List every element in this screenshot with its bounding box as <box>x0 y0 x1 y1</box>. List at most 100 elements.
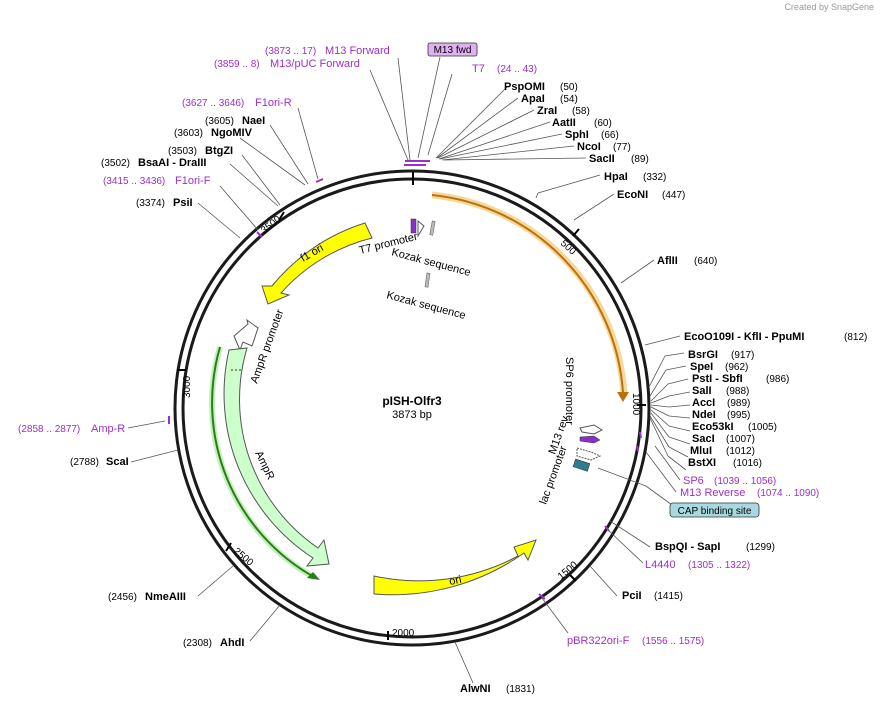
ampr-arc-arrowhead <box>307 572 320 580</box>
primer-pos-m13rev: (1074 .. 1090) <box>757 488 819 499</box>
m13-fwd-label: M13 fwd <box>434 45 472 56</box>
primer-name-ampr: Amp-R <box>91 423 125 435</box>
enzyme-name: AhdI <box>220 637 244 649</box>
primer-name-m13fwd: M13 Forward <box>325 45 390 57</box>
primer-bar-sp6 <box>639 431 642 439</box>
enzyme-pos: (3502) <box>101 158 130 169</box>
enzyme-name: BstXI <box>688 457 716 469</box>
primer-name-m13puc: M13/pUC Forward <box>270 58 360 70</box>
primer-bar-f1ori-r <box>315 178 324 183</box>
enzyme-pos: (2308) <box>183 638 212 649</box>
enzyme-name: SacII <box>589 153 615 165</box>
enzyme-pos: (1012) <box>726 446 755 457</box>
enzyme-pos: (58) <box>572 106 590 117</box>
enzyme-pos: (332) <box>643 172 666 183</box>
enzyme-pos: (3503) <box>168 146 197 157</box>
primer-pos-sp6: (1039 .. 1056) <box>714 476 776 487</box>
sp6-orf-arc-glow <box>431 191 628 396</box>
enzyme-name: NcoI <box>577 141 601 153</box>
kozak-label-2: Kozak sequence <box>385 289 467 322</box>
enzyme-name: AflII <box>657 255 678 267</box>
primer-pos-ampr: (2858 .. 2877) <box>18 424 80 435</box>
m13-rev-glyph <box>579 435 601 444</box>
primer-name-m13rev: M13 Reverse <box>680 487 745 499</box>
enzyme-pos: (1016) <box>733 458 762 469</box>
t7-primer-glyph <box>410 218 417 234</box>
ampr-gene-arrow <box>223 347 330 567</box>
primer-pos-pbr322: (1556 .. 1575) <box>642 636 704 647</box>
cap-binding-site-label: CAP binding site <box>678 506 752 517</box>
enzyme-name: EcoO109I - KflI - PpuMI <box>684 331 804 343</box>
f1-ori-arrow <box>261 222 373 305</box>
primer-name-f1ori-f: F1ori-F <box>175 175 211 187</box>
primer-pos-t7: (24 .. 43) <box>497 64 537 75</box>
enzyme-name: NmeAIII <box>145 591 186 603</box>
sp6-orf-arc <box>431 194 624 394</box>
enzyme-pos: (89) <box>631 154 649 165</box>
enzyme-pos: (77) <box>613 142 631 153</box>
sp6-promoter-glyph <box>579 424 604 435</box>
enzyme-pos: (60) <box>594 118 612 129</box>
primer-name-sp6: SP6 <box>683 475 704 487</box>
tick-label-3000: 3000 <box>182 375 193 398</box>
sp6-promoter-label: SP6 promoter <box>563 357 575 425</box>
tick-label-2000: 2000 <box>392 628 415 639</box>
tick-2500 <box>225 542 232 552</box>
enzyme-name: NaeI <box>242 115 265 127</box>
primer-pos-f1ori-f: (3415 .. 3436) <box>103 176 165 187</box>
primer-name-l4440: L4440 <box>645 559 676 571</box>
tick-500 <box>572 228 580 237</box>
enzyme-pos: (917) <box>731 350 754 361</box>
enzyme-name: AccI <box>692 397 715 409</box>
enzyme-pos: (1007) <box>726 434 755 445</box>
ori-label: ori <box>448 574 462 588</box>
primer-name-pbr322: pBR322ori-F <box>567 635 630 647</box>
enzyme-name: ApaI <box>521 93 545 105</box>
enzyme-name: ScaI <box>106 456 129 468</box>
backbone-outer-ring <box>173 169 651 647</box>
enzyme-pos: (2788) <box>70 457 99 468</box>
primer-bar-f1ori-f <box>256 231 263 238</box>
enzyme-name: PstI - SbfI <box>692 373 743 385</box>
primer-pos-m13puc: (3859 .. 8) <box>214 59 260 70</box>
enzyme-name: SpeI <box>690 361 713 373</box>
leader-lines <box>127 56 691 684</box>
enzyme-name: SacI <box>692 433 715 445</box>
enzyme-pos: (3374) <box>136 198 165 209</box>
ampr-promoter-arrow <box>233 318 259 352</box>
enzyme-name: BtgZI <box>205 145 233 157</box>
tick-1500 <box>569 574 577 582</box>
tick-label-1000: 1000 <box>630 393 641 416</box>
primer-pos-l4440: (1305 .. 1322) <box>688 560 750 571</box>
primer-bar-m13rev <box>636 445 639 452</box>
primer-pos-m13fwd: (3873 .. 17) <box>265 46 316 57</box>
enzyme-pos: (962) <box>725 362 748 373</box>
enzyme-name: MluI <box>690 445 712 457</box>
enzyme-name: PspOMI <box>504 81 545 93</box>
sp6-orf-arrowhead <box>617 392 629 402</box>
enzyme-pos: (1415) <box>654 591 683 602</box>
enzyme-pos: (812) <box>844 332 867 343</box>
enzyme-name: EcoNI <box>617 189 648 201</box>
enzyme-name: ZraI <box>537 105 557 117</box>
ori-arrow <box>373 539 537 596</box>
kozak-glyph-1 <box>429 220 436 236</box>
enzyme-name: AlwNI <box>460 683 491 695</box>
primer-name-f1ori-r: F1ori-R <box>255 97 292 109</box>
enzyme-pos: (2456) <box>108 592 137 603</box>
m13-fwd-box <box>427 42 478 57</box>
enzyme-pos: (986) <box>766 374 789 385</box>
enzyme-pos: (988) <box>726 386 749 397</box>
t7-promoter-glyph <box>417 219 425 238</box>
enzyme-name: NdeI <box>692 409 716 421</box>
enzyme-name: HpaI <box>604 171 628 183</box>
enzyme-pos: (989) <box>727 398 750 409</box>
ampr-arc <box>211 346 315 578</box>
enzyme-pos: (1299) <box>746 542 775 553</box>
enzyme-pos: (995) <box>727 410 750 421</box>
enzyme-pos: (66) <box>601 130 619 141</box>
enzyme-pos: (50) <box>560 82 578 93</box>
kozak-glyph-2 <box>424 272 431 288</box>
ampr-promoter-label: AmpR promoter <box>249 308 287 385</box>
